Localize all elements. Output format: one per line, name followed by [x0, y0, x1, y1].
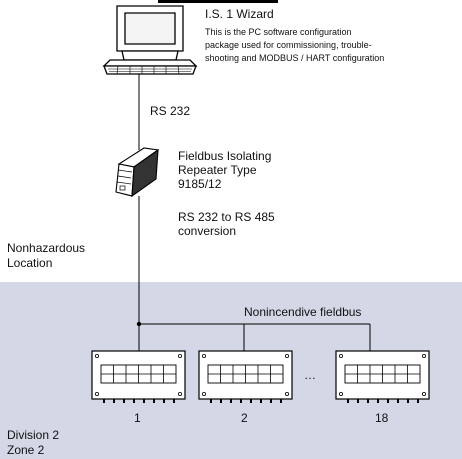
conversion-label-line-2: conversion — [178, 224, 237, 238]
conversion-label-line-1: RS 232 to RS 485 — [178, 210, 275, 224]
device-18-label: 18 — [375, 411, 389, 425]
zone-label: Zone 2 — [7, 443, 45, 457]
cropped-heading-fragment — [158, 0, 278, 3]
device-1-label: 1 — [134, 411, 141, 425]
nonhazardous-label-line-2: Location — [7, 256, 53, 270]
pc-workstation-icon — [102, 5, 198, 75]
repeater-label-line-2: Repeater Type — [178, 163, 257, 177]
bus-junction-dot — [136, 321, 142, 327]
field-device-18 — [335, 350, 430, 403]
fieldbus-repeater-icon — [115, 147, 160, 198]
field-device-2 — [198, 350, 293, 403]
device-2-label: 2 — [241, 411, 248, 425]
software-title: I.S. 1 Wizard — [205, 7, 274, 21]
division-label: Division 2 — [7, 428, 60, 442]
nonincendive-fieldbus-line — [138, 323, 371, 351]
bus-label: Nonincendive fieldbus — [244, 305, 362, 319]
software-description-line-1: This is the PC software configuration — [205, 27, 352, 37]
ellipsis-label: … — [304, 368, 316, 382]
repeater-label-line-1: Fieldbus Isolating — [178, 149, 272, 163]
rs232-label: RS 232 — [150, 104, 191, 118]
nonhazardous-label-line-1: Nonhazardous — [7, 241, 86, 255]
field-device-1 — [91, 350, 186, 403]
software-description-line-2: package used for commissioning, trouble- — [205, 40, 372, 50]
repeater-label-line-3: 9185/12 — [178, 177, 222, 191]
software-description-line-3: shooting and MODBUS / HART configuration — [205, 53, 385, 63]
